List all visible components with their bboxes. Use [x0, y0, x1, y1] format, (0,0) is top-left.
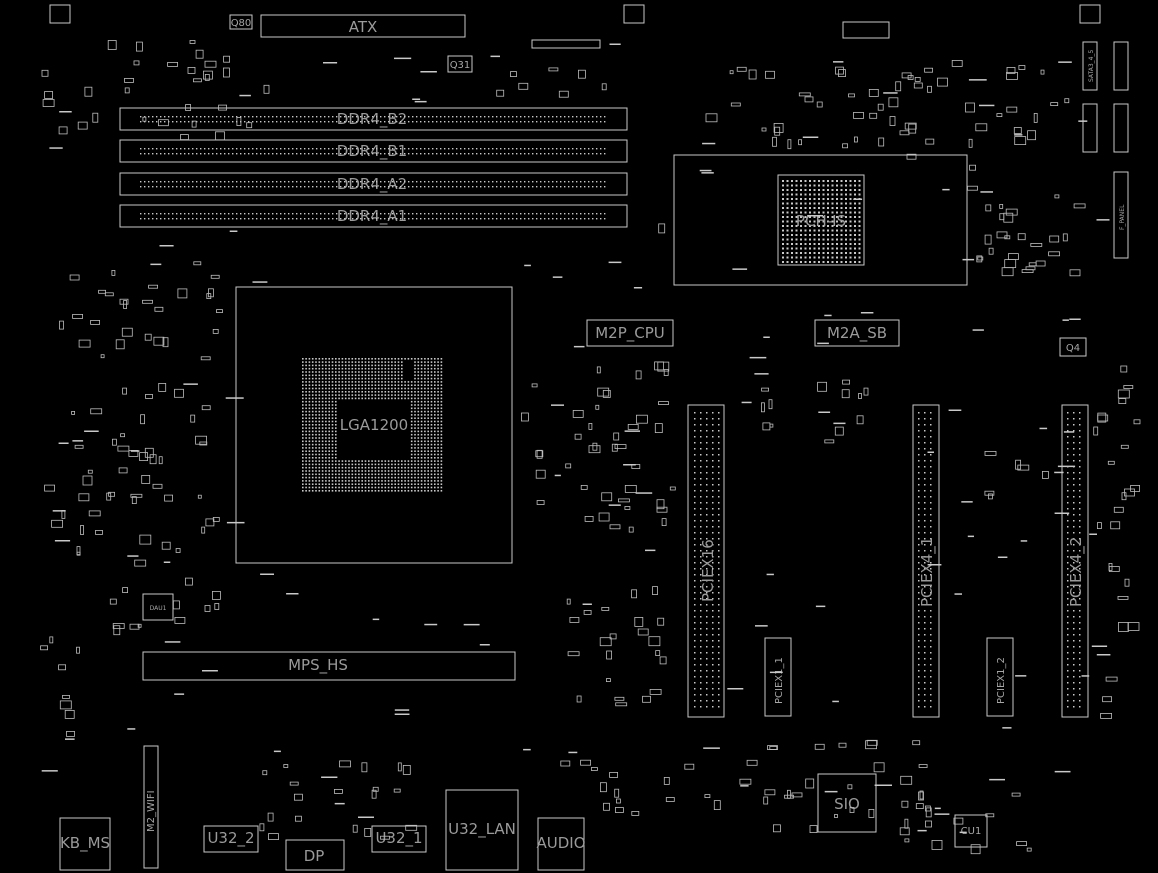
m2p-cpu-socket[interactable]: M2P_CPU [586, 319, 674, 347]
sata-header[interactable]: SATA3_4_5 [1082, 41, 1098, 91]
svg-text:PCIEX16: PCIEX16 [699, 539, 717, 602]
usb32-1-connector[interactable]: U32_1 [371, 825, 427, 853]
sata-header-3[interactable] [1082, 103, 1098, 153]
ddr4-pin-rows [140, 116, 606, 220]
cu1-chip[interactable]: CU1 [954, 814, 988, 848]
pciex4-1-pins [918, 412, 932, 708]
jumper-header-top [531, 39, 601, 49]
usb32-lan-connector[interactable]: U32_LAN [445, 789, 519, 871]
svg-text:DAU1: DAU1 [150, 605, 167, 612]
sata-small-connector [842, 21, 890, 39]
svg-text:MPS_HS: MPS_HS [288, 656, 348, 675]
f-panel-header[interactable]: F_PANEL [1113, 171, 1129, 259]
svg-text:DP: DP [304, 847, 325, 865]
dp-connector[interactable]: DP [285, 839, 345, 871]
smd-component-field [40, 40, 1141, 855]
svg-text:KB_MS: KB_MS [60, 834, 110, 853]
svg-text:DDR4_B1: DDR4_B1 [337, 142, 407, 161]
svg-text:PCIEX1_1: PCIEX1_1 [774, 657, 785, 704]
mh4-hole [49, 4, 71, 24]
ddr4-a1-slot[interactable]: DDR4_A1 [119, 204, 628, 228]
svg-text:DDR4_A1: DDR4_A1 [337, 207, 407, 226]
pch-ball-grid [782, 180, 861, 263]
svg-text:SIO: SIO [834, 795, 860, 813]
mps-hs-vrm: MPS_HS [142, 651, 516, 681]
ddr4-b1-slot[interactable]: DDR4_B1 [119, 139, 628, 163]
svg-text:M2P_CPU: M2P_CPU [595, 324, 665, 343]
ddr4-b2-slot[interactable]: DDR4_B2 [119, 107, 628, 131]
pciex16-pins [694, 412, 720, 708]
svg-text:Q80: Q80 [231, 18, 252, 29]
svg-text:U32_2: U32_2 [207, 829, 254, 848]
pciex16-slot[interactable]: PCIEX16 [687, 404, 725, 718]
pch-region[interactable]: PCH-IS [673, 154, 968, 286]
q31-component: Q31 [447, 55, 473, 73]
mh-hole-top [623, 4, 645, 24]
svg-text:Q4: Q4 [1066, 343, 1080, 354]
svg-text:M2A_SB: M2A_SB [827, 324, 887, 343]
q4-component: Q4 [1059, 337, 1087, 357]
mh-hole-topright [1079, 4, 1101, 24]
svg-text:PCIEX1_2: PCIEX1_2 [996, 657, 1007, 704]
atx-connector[interactable]: ATX [260, 14, 466, 38]
cpu-socket-lga1200[interactable]: LGA1200 [235, 286, 513, 564]
pciex4-2-slot[interactable]: PCIEX4_2 [1061, 404, 1089, 718]
audio-connector[interactable]: AUDIO [536, 817, 586, 871]
pciex1-2-slot[interactable]: PCIEX1_2 [986, 637, 1014, 717]
svg-text:U32_LAN: U32_LAN [448, 820, 516, 839]
svg-text:F_PANEL: F_PANEL [1119, 204, 1126, 230]
svg-text:CU1: CU1 [961, 826, 982, 837]
svg-text:SATA3_4_5: SATA3_4_5 [1088, 50, 1095, 82]
svg-text:AUDIO: AUDIO [536, 834, 585, 852]
svg-text:LGA1200: LGA1200 [340, 416, 408, 434]
m2-wifi-socket[interactable]: M2_WIFI [143, 745, 159, 869]
svg-text:PCIEX4_2: PCIEX4_2 [1067, 537, 1086, 607]
sata-header-4[interactable] [1113, 103, 1129, 153]
ddr4-a2-slot[interactable]: DDR4_A2 [119, 172, 628, 196]
atx-label: ATX [349, 18, 378, 36]
kb-ms-connector[interactable]: KB_MS [59, 817, 111, 871]
svg-text:M2_WIFI: M2_WIFI [146, 790, 157, 832]
sio-chip[interactable]: SIO [817, 773, 877, 833]
svg-text:PCIEX4_1: PCIEX4_1 [918, 537, 937, 607]
svg-text:U32_1: U32_1 [375, 829, 422, 848]
dau1-chip: DAU1 [142, 593, 174, 621]
pciex1-1-slot[interactable]: PCIEX1_1 [764, 637, 792, 717]
m2a-sb-socket[interactable]: M2A_SB [814, 319, 900, 347]
svg-text:PCH-IS: PCH-IS [796, 212, 846, 230]
svg-text:DDR4_B2: DDR4_B2 [337, 110, 407, 129]
pciex4-1-slot[interactable]: PCIEX4_1 [912, 404, 940, 718]
svg-text:DDR4_A2: DDR4_A2 [337, 175, 407, 194]
usb32-2-connector[interactable]: U32_2 [203, 825, 259, 853]
cpu-socket-pad-array [302, 358, 443, 492]
svg-text:Q31: Q31 [450, 60, 471, 71]
q80-component: Q80 [229, 14, 253, 30]
sata-header-2[interactable] [1113, 41, 1129, 91]
